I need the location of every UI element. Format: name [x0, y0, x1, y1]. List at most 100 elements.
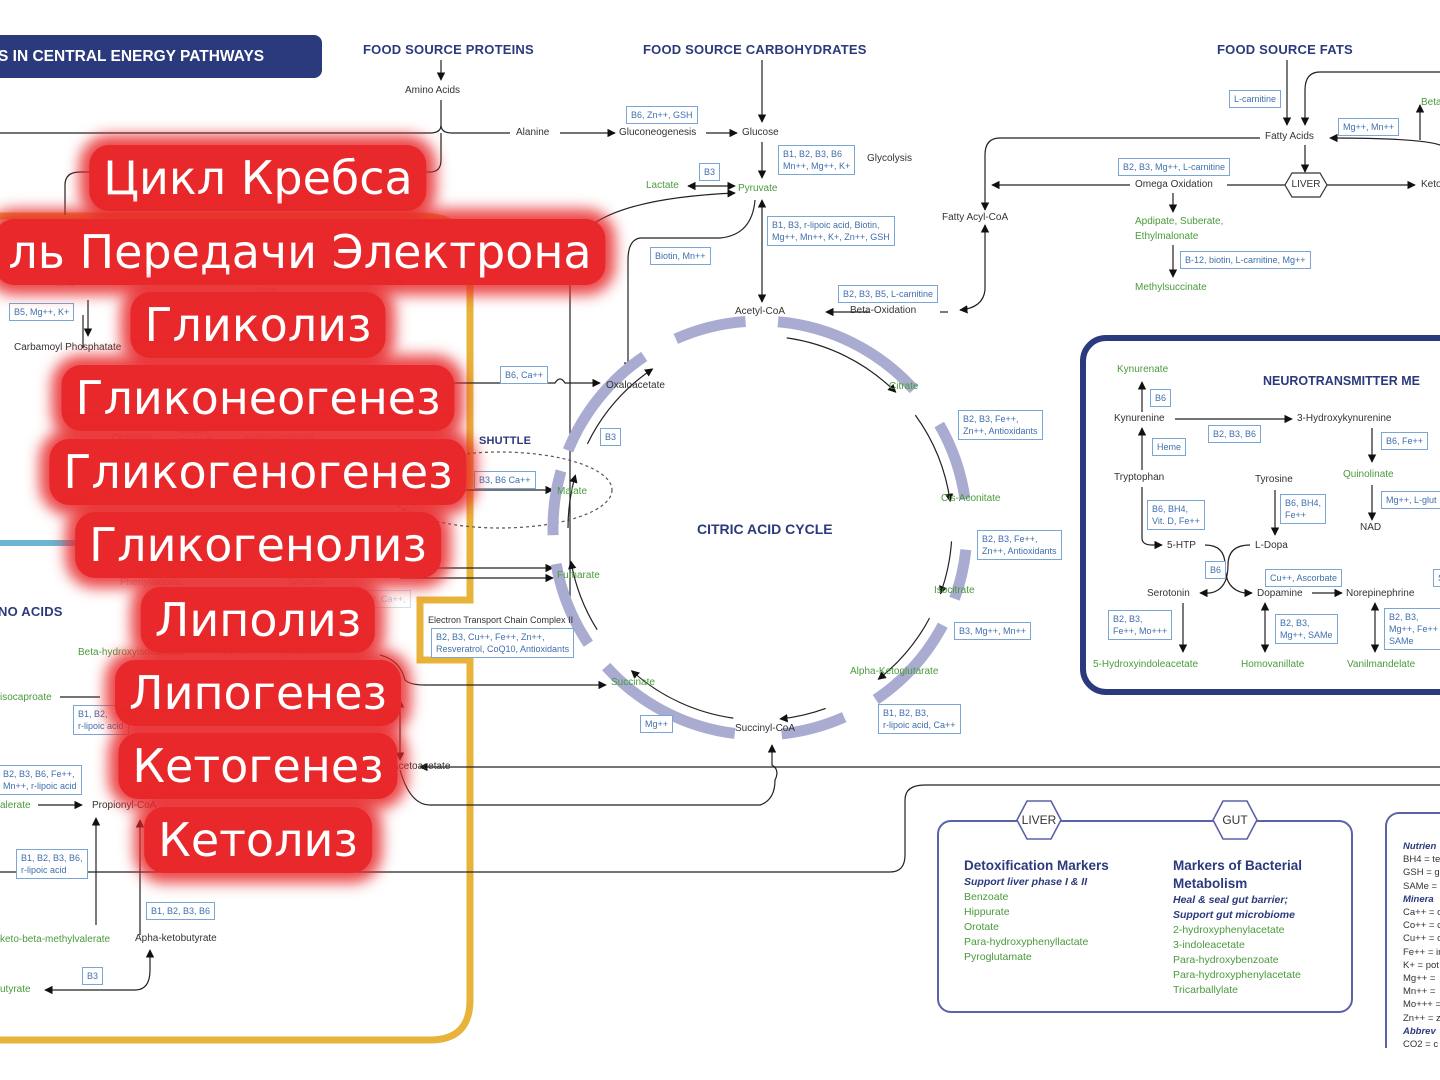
- node-5-hydroxyindoleacetate: 5-Hydroxyindoleacetate: [1093, 659, 1199, 670]
- list-item: Para-hydroxyphenyllactate: [964, 936, 1089, 948]
- legend-entry: GSH = g: [1403, 867, 1440, 879]
- cycle-arrow: [786, 337, 897, 393]
- cofactor-box: B3, B6 Ca++: [474, 471, 536, 490]
- markers-panel: [937, 820, 1353, 1013]
- node-homovanillate: Homovanillate: [1241, 659, 1305, 670]
- legend-entry: SAMe =: [1403, 880, 1438, 892]
- node-malate: Malate: [557, 486, 588, 497]
- cofactor-box: B6, Zn++, GSH: [626, 106, 698, 125]
- node-dopamine: Dopamine: [1257, 588, 1303, 599]
- legend-heading: Abbrev: [1403, 1025, 1436, 1037]
- node-acetyl-coa: Acetyl-CoA: [735, 306, 786, 317]
- cycle-arcs: [547, 316, 972, 740]
- node-methylsuccinate: Methylsuccinate: [1135, 282, 1207, 293]
- node-keto-beta-methylvalerate: keto-beta-methylvalerate: [0, 934, 111, 945]
- neurotransmitter-title: NEUROTRANSMITTER ME: [1263, 374, 1420, 388]
- cofactor-box: B1, B2, B3,r-lipoic acid, Ca++: [878, 704, 961, 735]
- cofactor-box: B-12, biotin, L-carnitine, Mg++: [1180, 251, 1311, 270]
- legend-entry: Mn++ =: [1403, 986, 1436, 998]
- list-item: Orotate: [964, 921, 1000, 933]
- node-etc-complex-ii: Electron Transport Chain Complex II: [428, 615, 574, 625]
- cycle-arc-segment: [934, 421, 971, 501]
- cycle-arc-segment: [872, 622, 948, 705]
- cofactor-box: Mg++, Mn++: [1338, 118, 1400, 137]
- title-banner: S IN CENTRAL ENERGY PATHWAYS: [0, 35, 322, 78]
- urea-cycle-label: UREA CYCLE: [178, 425, 212, 448]
- legend-entry: CO2 = c: [1403, 1039, 1439, 1050]
- legend-heading: Minera: [1403, 893, 1434, 905]
- cofactor-box: B2, B3, Fe++,Zn++, Antioxidants: [977, 530, 1062, 561]
- node-beta-hydroxyisovalerate: Beta-hydroxyisovalerate: [78, 647, 186, 658]
- node-citrate: Citrate: [889, 381, 919, 392]
- cofactor-box: Cu++, Ascorbate: [1265, 569, 1343, 588]
- mitochondria-boundary: [0, 212, 474, 1044]
- cycle-arrow: [630, 670, 734, 719]
- cycle-arc-segment: [562, 351, 648, 453]
- node-ketones-partial: Keto: [1421, 179, 1440, 190]
- cofactor-box: B2, B3, B6, Fe++,Mn++, r-lipoic acid: [0, 765, 82, 796]
- legend-entry: Cu++ = c: [1403, 933, 1440, 945]
- node-nh3: NH3: [55, 278, 76, 289]
- cofactor-box: B3: [699, 163, 721, 182]
- cycle-arc-segment: [602, 662, 736, 739]
- amino-acids-section-title: NO ACIDS: [0, 604, 63, 619]
- node-acetoacetate: Acetoacetate: [392, 761, 451, 772]
- cofactor-box: Mg++: [640, 715, 674, 734]
- cofactor-box: B6: [1150, 389, 1172, 408]
- node-butyrate: utyrate: [0, 984, 31, 995]
- cycle-arrow: [568, 560, 598, 631]
- cofactor-box: B2, B3, B6: [1208, 425, 1262, 444]
- cofactor-box: B2, B3, B5, L-carnitine: [838, 285, 939, 304]
- node-ketoisocaproate: isocaproate: [0, 692, 52, 703]
- node-norepinephrine: Norepinephrine: [1346, 588, 1415, 599]
- cofactor-box: B1, B2, B3, B6: [146, 902, 216, 921]
- legend-panel: [1385, 812, 1440, 1048]
- node-isocitrate: Isocitrate: [934, 585, 975, 596]
- node-beta-oxidation: Beta-Oxidation: [850, 305, 917, 316]
- node-kynurenine: Kynurenine: [1114, 413, 1165, 424]
- node-kynurenate: Kynurenate: [1117, 364, 1169, 375]
- shuttle-label: SHUTTLE: [479, 435, 532, 447]
- cofactor-box: B6, Ca++: [500, 366, 549, 385]
- node-alpha-ketoglutarate: Alpha-Ketoglutarate: [850, 666, 939, 677]
- node-l-dopa: L-Dopa: [1255, 540, 1288, 551]
- legend-entry: Co++ = c: [1403, 920, 1440, 932]
- cofactor-box: B1, B2, B3, B6,r-lipoic acid: [16, 849, 88, 880]
- node-phenylalanine: Phenylalanine: [120, 577, 183, 588]
- node-beta-partial: Beta: [1421, 97, 1440, 108]
- list-item: Para-hydroxyphenylacetate: [1173, 969, 1301, 981]
- list-item: Pyroglutamate: [964, 951, 1032, 963]
- node-omega-oxidation: Omega Oxidation: [1135, 179, 1213, 190]
- node-asparagine: Asparagine: [393, 365, 444, 376]
- header-food-carbohydrates: FOOD SOURCE CARBOHYDRATES: [643, 42, 867, 57]
- node-5-htp: 5-HTP: [1167, 540, 1196, 551]
- legend-heading: Nutrien: [1403, 841, 1437, 852]
- node-propionyl-coa: Propionyl-CoA: [92, 800, 157, 811]
- node-methylvalerate: alerate: [0, 800, 31, 811]
- cofactor-box: B2, B3, Mg++, L-carnitine: [1118, 158, 1231, 177]
- node-dna: DNA: [258, 286, 278, 296]
- cofactor-box: S: [1433, 569, 1440, 588]
- legend-entry: Ca++ = c: [1403, 907, 1440, 918]
- citric-acid-cycle-title: CITRIC ACID CYCLE: [697, 521, 833, 537]
- node-fumarate: Fumarate: [557, 570, 600, 581]
- node-serotonin: Serotonin: [1147, 588, 1190, 599]
- cycle-arc-segment: [949, 548, 972, 601]
- cofactor-box: B6, BH4,Fe++: [1280, 494, 1327, 525]
- liver-hex-label: LIVER: [1291, 179, 1321, 190]
- node-cis-aconitate: Cis-Aconitate: [941, 493, 1001, 504]
- legend-entry: BH4 = te: [1403, 854, 1440, 866]
- cofactor-box: Biotin, Mn++: [650, 247, 711, 266]
- cycle-arrow: [586, 368, 654, 445]
- cofactor-box: B3: [600, 428, 622, 447]
- cycle-arc-segment: [547, 469, 567, 536]
- bacterial-markers-list: 2-hydroxyphenylacetate 3-indoleacetate P…: [1173, 923, 1301, 998]
- cofactor-box: B3, Mg++, Mn++: [954, 622, 1032, 641]
- cofactor-box: B2, B3,Fe++, Mo+++: [1108, 610, 1173, 641]
- header-food-proteins: FOOD SOURCE PROTEINS: [363, 42, 534, 57]
- cofactor-box: B1, B2,r-lipoic acid: [73, 705, 129, 736]
- node-vanilmandelate: Vanilmandelate: [1347, 659, 1416, 670]
- node-fatty-acyl-coa: Fatty Acyl-CoA: [942, 212, 1009, 223]
